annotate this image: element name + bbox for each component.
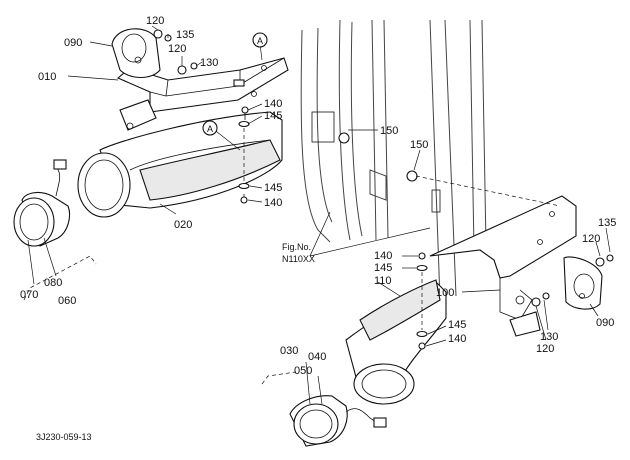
label-010: 010 [38, 71, 56, 83]
label-020: 020 [174, 219, 192, 231]
lamp-right [289, 395, 387, 447]
washer-130a [190, 62, 198, 70]
washer-130b [542, 292, 550, 300]
housing-020 [77, 111, 283, 218]
callout-a-mid [202, 120, 218, 136]
washer-145c [416, 264, 428, 272]
label-050: 050 [294, 365, 312, 377]
housing-110 [345, 279, 447, 405]
washer-145d [416, 330, 428, 338]
label-150a: 150 [380, 125, 398, 137]
label-090b: 090 [596, 317, 614, 329]
label-130b: 130 [540, 331, 558, 343]
label-100: 100 [436, 287, 454, 299]
nut-150a [311, 111, 350, 144]
label-030: 030 [280, 345, 298, 357]
label-130a: 130 [200, 57, 218, 69]
label-150b: 150 [410, 139, 428, 151]
bracket-100 [429, 195, 577, 337]
label-145d: 145 [448, 319, 466, 331]
label-145c: 145 [374, 262, 392, 274]
washer-145b [238, 182, 250, 190]
bolt-140d [418, 342, 426, 350]
label-fig-no: Fig.No. [282, 242, 311, 252]
nut-120b [177, 65, 187, 75]
stud-bracket [431, 189, 441, 213]
label-070: 070 [20, 289, 38, 301]
label-140b: 140 [264, 197, 282, 209]
label-135b: 135 [598, 217, 616, 229]
label-120d: 120 [536, 343, 554, 355]
label-140d: 140 [448, 333, 466, 345]
bracket-010 [116, 57, 289, 131]
label-145a: 145 [264, 110, 282, 122]
nut-120c [595, 257, 605, 267]
washer-145a [238, 120, 250, 128]
frame-posts [300, 19, 487, 301]
nut-120a [153, 29, 163, 39]
lamp-cover-090b [563, 256, 603, 310]
label-145b: 145 [264, 182, 282, 194]
label-140a: 140 [264, 98, 282, 110]
nut-150b [406, 170, 418, 182]
label-080: 080 [44, 277, 62, 289]
label-120b: 120 [168, 43, 186, 55]
label-fig-code: N110XX [282, 254, 315, 264]
leader-lines [27, 25, 611, 405]
label-110: 110 [374, 275, 392, 287]
label-a-mid: A [207, 124, 213, 134]
label-060: 060 [58, 295, 76, 307]
label-090a: 090 [64, 37, 82, 49]
bolt-140c [418, 252, 426, 260]
label-a-top: A [257, 36, 263, 46]
lamp-cover-090 [111, 28, 161, 79]
label-drawing-code: 3J230-059-13 [36, 432, 92, 442]
bolt-140b [240, 194, 248, 204]
label-140c: 140 [374, 250, 392, 262]
label-120c: 120 [582, 233, 600, 245]
label-135a: 135 [176, 29, 194, 41]
lamp-left [13, 159, 71, 247]
label-120a: 120 [146, 15, 164, 27]
nut-120d [531, 297, 541, 307]
washer-135b [606, 254, 614, 262]
callout-a-top [252, 32, 268, 48]
label-040: 040 [308, 351, 326, 363]
